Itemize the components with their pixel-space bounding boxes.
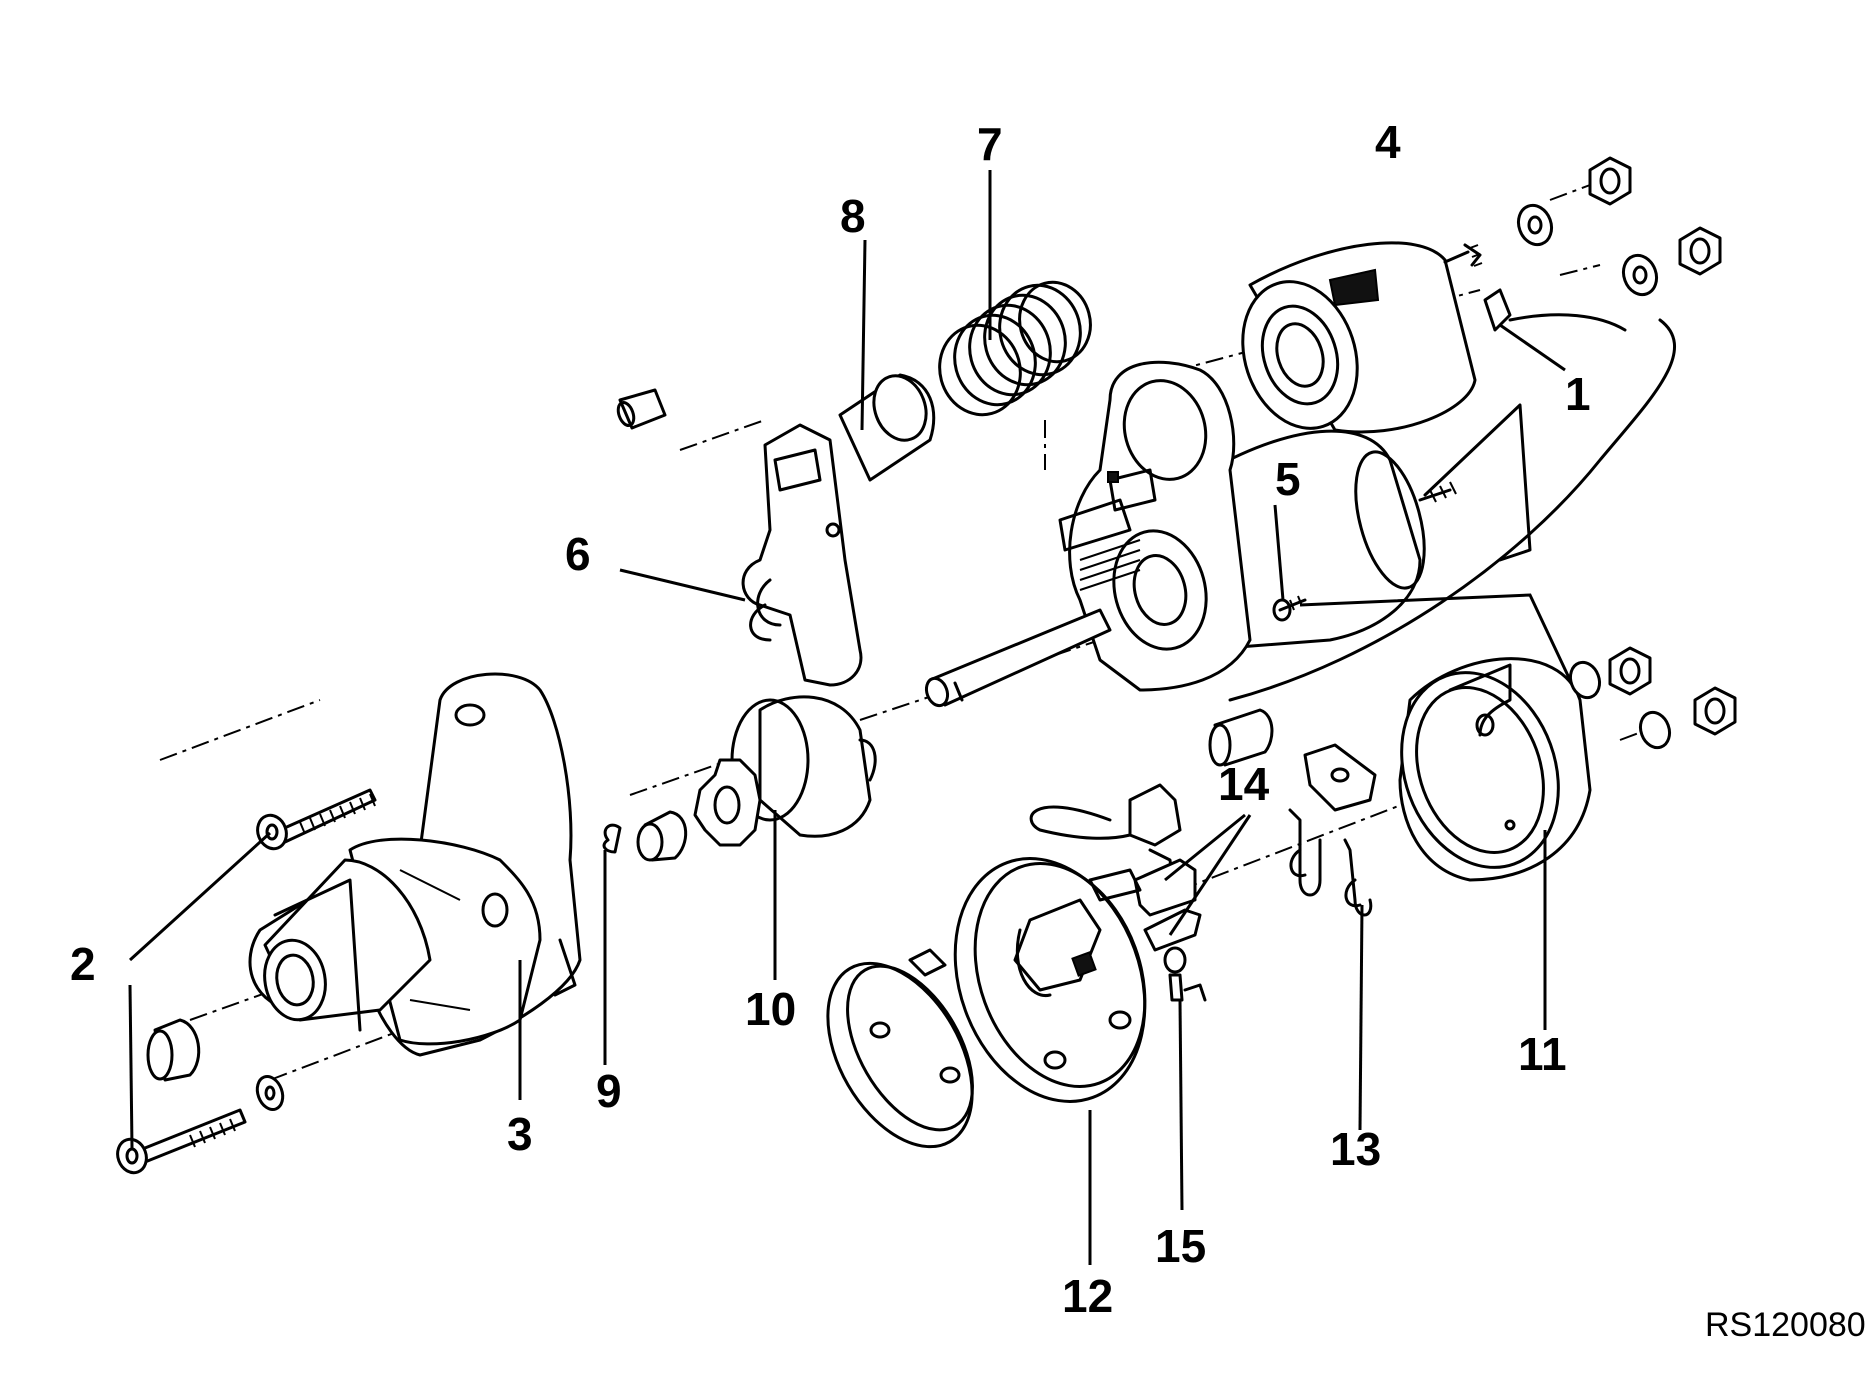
clip-part-9 bbox=[602, 823, 622, 854]
terminal-nuts-top bbox=[1516, 156, 1722, 297]
callout-15: 15 bbox=[1155, 1220, 1206, 1272]
plunger-part-8 bbox=[838, 373, 936, 482]
leader-lines bbox=[128, 170, 1572, 1265]
motor-yoke bbox=[1198, 318, 1677, 702]
callout-9: 9 bbox=[596, 1065, 622, 1117]
brush-springs-part-13 bbox=[1288, 808, 1373, 917]
callout-6: 6 bbox=[565, 528, 591, 580]
spring-part-7 bbox=[938, 280, 1092, 417]
shift-lever-part-6 bbox=[741, 423, 863, 687]
drive-end-housing-part-3 bbox=[248, 672, 582, 1057]
brush-sleeve-part-14 bbox=[1208, 708, 1274, 767]
callout-8: 8 bbox=[840, 190, 866, 242]
callout-10: 10 bbox=[745, 983, 796, 1035]
solenoid-part-4 bbox=[1241, 241, 1627, 434]
callout-labels: 1 2 3 4 5 6 7 8 9 10 11 12 13 14 15 RS12… bbox=[70, 116, 1866, 1344]
through-bolt-upper-part-2 bbox=[256, 788, 377, 851]
callout-7: 7 bbox=[977, 118, 1003, 170]
brush-plate-part-12 bbox=[953, 857, 1147, 1103]
cover-band bbox=[826, 948, 974, 1149]
end-cover-part-11 bbox=[1398, 657, 1592, 882]
callout-12: 12 bbox=[1062, 1270, 1113, 1322]
callout-4: 4 bbox=[1375, 116, 1401, 168]
terminal-nuts-mid bbox=[1568, 646, 1737, 750]
bush-ring bbox=[636, 810, 688, 862]
pivot-pin bbox=[616, 388, 667, 430]
callout-1: 1 bbox=[1565, 368, 1591, 420]
bearing-bush bbox=[146, 1018, 201, 1082]
callout-13: 13 bbox=[1330, 1123, 1381, 1175]
drive-pinion-part-10 bbox=[693, 695, 877, 847]
armature-shaft bbox=[924, 608, 1112, 708]
reference-code: RS120080 bbox=[1705, 1306, 1866, 1344]
callout-11: 11 bbox=[1518, 1028, 1567, 1080]
through-bolt-lower-part-2 bbox=[116, 1075, 285, 1175]
brush-holders-part-14 bbox=[1133, 743, 1377, 952]
callout-5: 5 bbox=[1275, 453, 1301, 505]
callout-2: 2 bbox=[70, 938, 96, 990]
field-frame-plate bbox=[1058, 360, 1252, 692]
terminal-screw-part-15 bbox=[1163, 946, 1207, 1002]
callout-14: 14 bbox=[1218, 758, 1270, 810]
callout-3: 3 bbox=[507, 1108, 533, 1160]
